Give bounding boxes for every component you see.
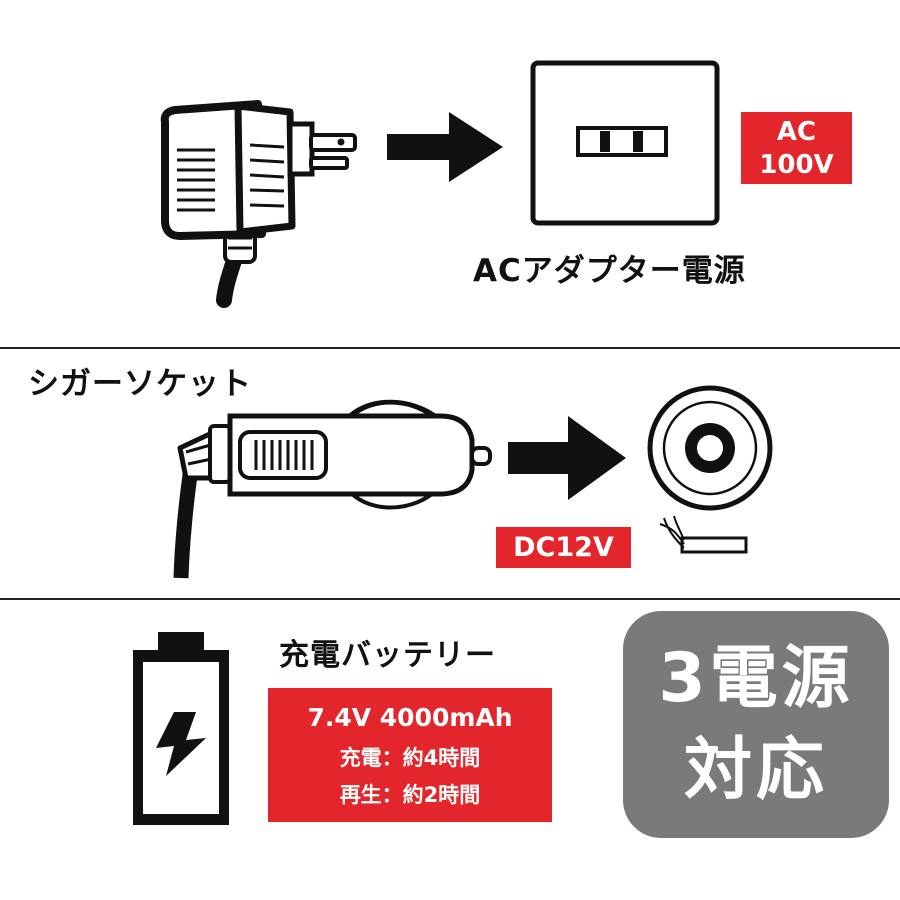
section-divider <box>0 598 900 600</box>
ac-voltage-tag: AC 100V <box>741 112 852 184</box>
battery-icon <box>133 632 229 825</box>
socket-wires-icon <box>659 515 748 554</box>
battery-spec-box: 7.4V 4000mAh 充電：約4時間 再生：約2時間 <box>268 688 552 822</box>
wall-outlet-icon <box>530 60 720 226</box>
ac-adapter-title: ACアダプター電源 <box>473 253 746 289</box>
battery-charge-time: 充電：約4時間 <box>339 746 481 770</box>
car-socket-title: シガーソケット <box>28 366 252 402</box>
dc-voltage-tag: DC12V <box>496 527 631 568</box>
ac-voltage-tag-line2: 100V <box>759 150 834 180</box>
ac-voltage-tag-line1: AC <box>776 117 817 147</box>
car-plug-icon <box>173 399 492 579</box>
battery-title: 充電バッテリー <box>279 638 496 673</box>
battery-play-time: 再生：約2時間 <box>339 783 481 807</box>
ac-adapter-icon <box>160 100 357 308</box>
battery-capacity: 7.4V 4000mAh <box>307 703 513 732</box>
badge-line2: 対応 <box>683 730 828 810</box>
cigarette-socket-icon <box>647 385 773 511</box>
badge-line1: 3電源 <box>658 638 854 718</box>
arrow-right-icon <box>508 416 626 500</box>
arrow-right-icon <box>387 112 503 182</box>
power-source-badge: 3電源 対応 <box>623 611 889 838</box>
section-divider <box>0 347 900 349</box>
